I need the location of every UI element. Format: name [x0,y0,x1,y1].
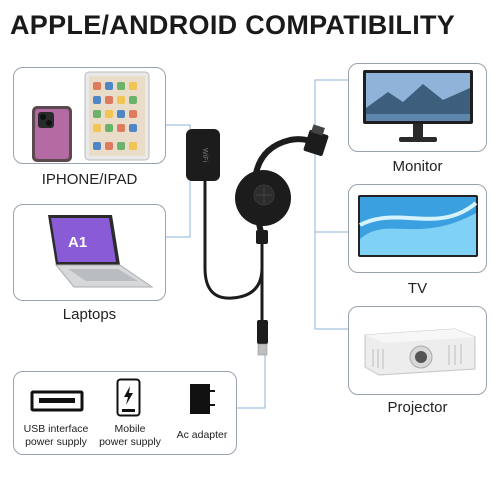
iphone-ipad-box [13,67,166,164]
laptops-box: A1 [13,204,166,301]
monitor-label: Monitor [392,158,443,175]
laptop-image: A1 [48,215,154,288]
usb-label-2: power supply [25,436,87,448]
receiver-label: WiFi [201,148,208,162]
power-supply-box: USB interface power supply Mobile power … [13,371,237,455]
tv-label: TV [407,280,428,297]
projector-box [348,306,487,395]
ac-adapter-icon [190,384,215,414]
monitor-box [348,63,487,152]
tv-image [358,195,478,257]
ac-label: Ac adapter [176,429,228,441]
connector-monitor [314,79,348,330]
usb-label-1: USB interface [23,423,89,435]
connector-power [237,355,266,409]
laptops-label: Laptops [62,306,117,323]
iphone-image [32,106,72,162]
usb-plug [257,320,268,344]
laptop-screen-text: A1 [68,234,87,251]
page-title: APPLE/ANDROID COMPATIBILITY [10,10,456,40]
mobile-label-2: power supply [99,436,161,448]
monitor-image [363,70,473,142]
tv-box [348,184,487,273]
hdmi-plug [303,129,329,157]
mobile-power-icon [116,378,141,417]
ipad-image [84,71,150,161]
iphone-ipad-label: IPHONE/IPAD [41,171,138,188]
usb-icon [30,390,84,412]
mobile-label-1: Mobile [114,423,146,435]
projector-image [364,328,476,376]
projector-label: Projector [387,399,448,416]
